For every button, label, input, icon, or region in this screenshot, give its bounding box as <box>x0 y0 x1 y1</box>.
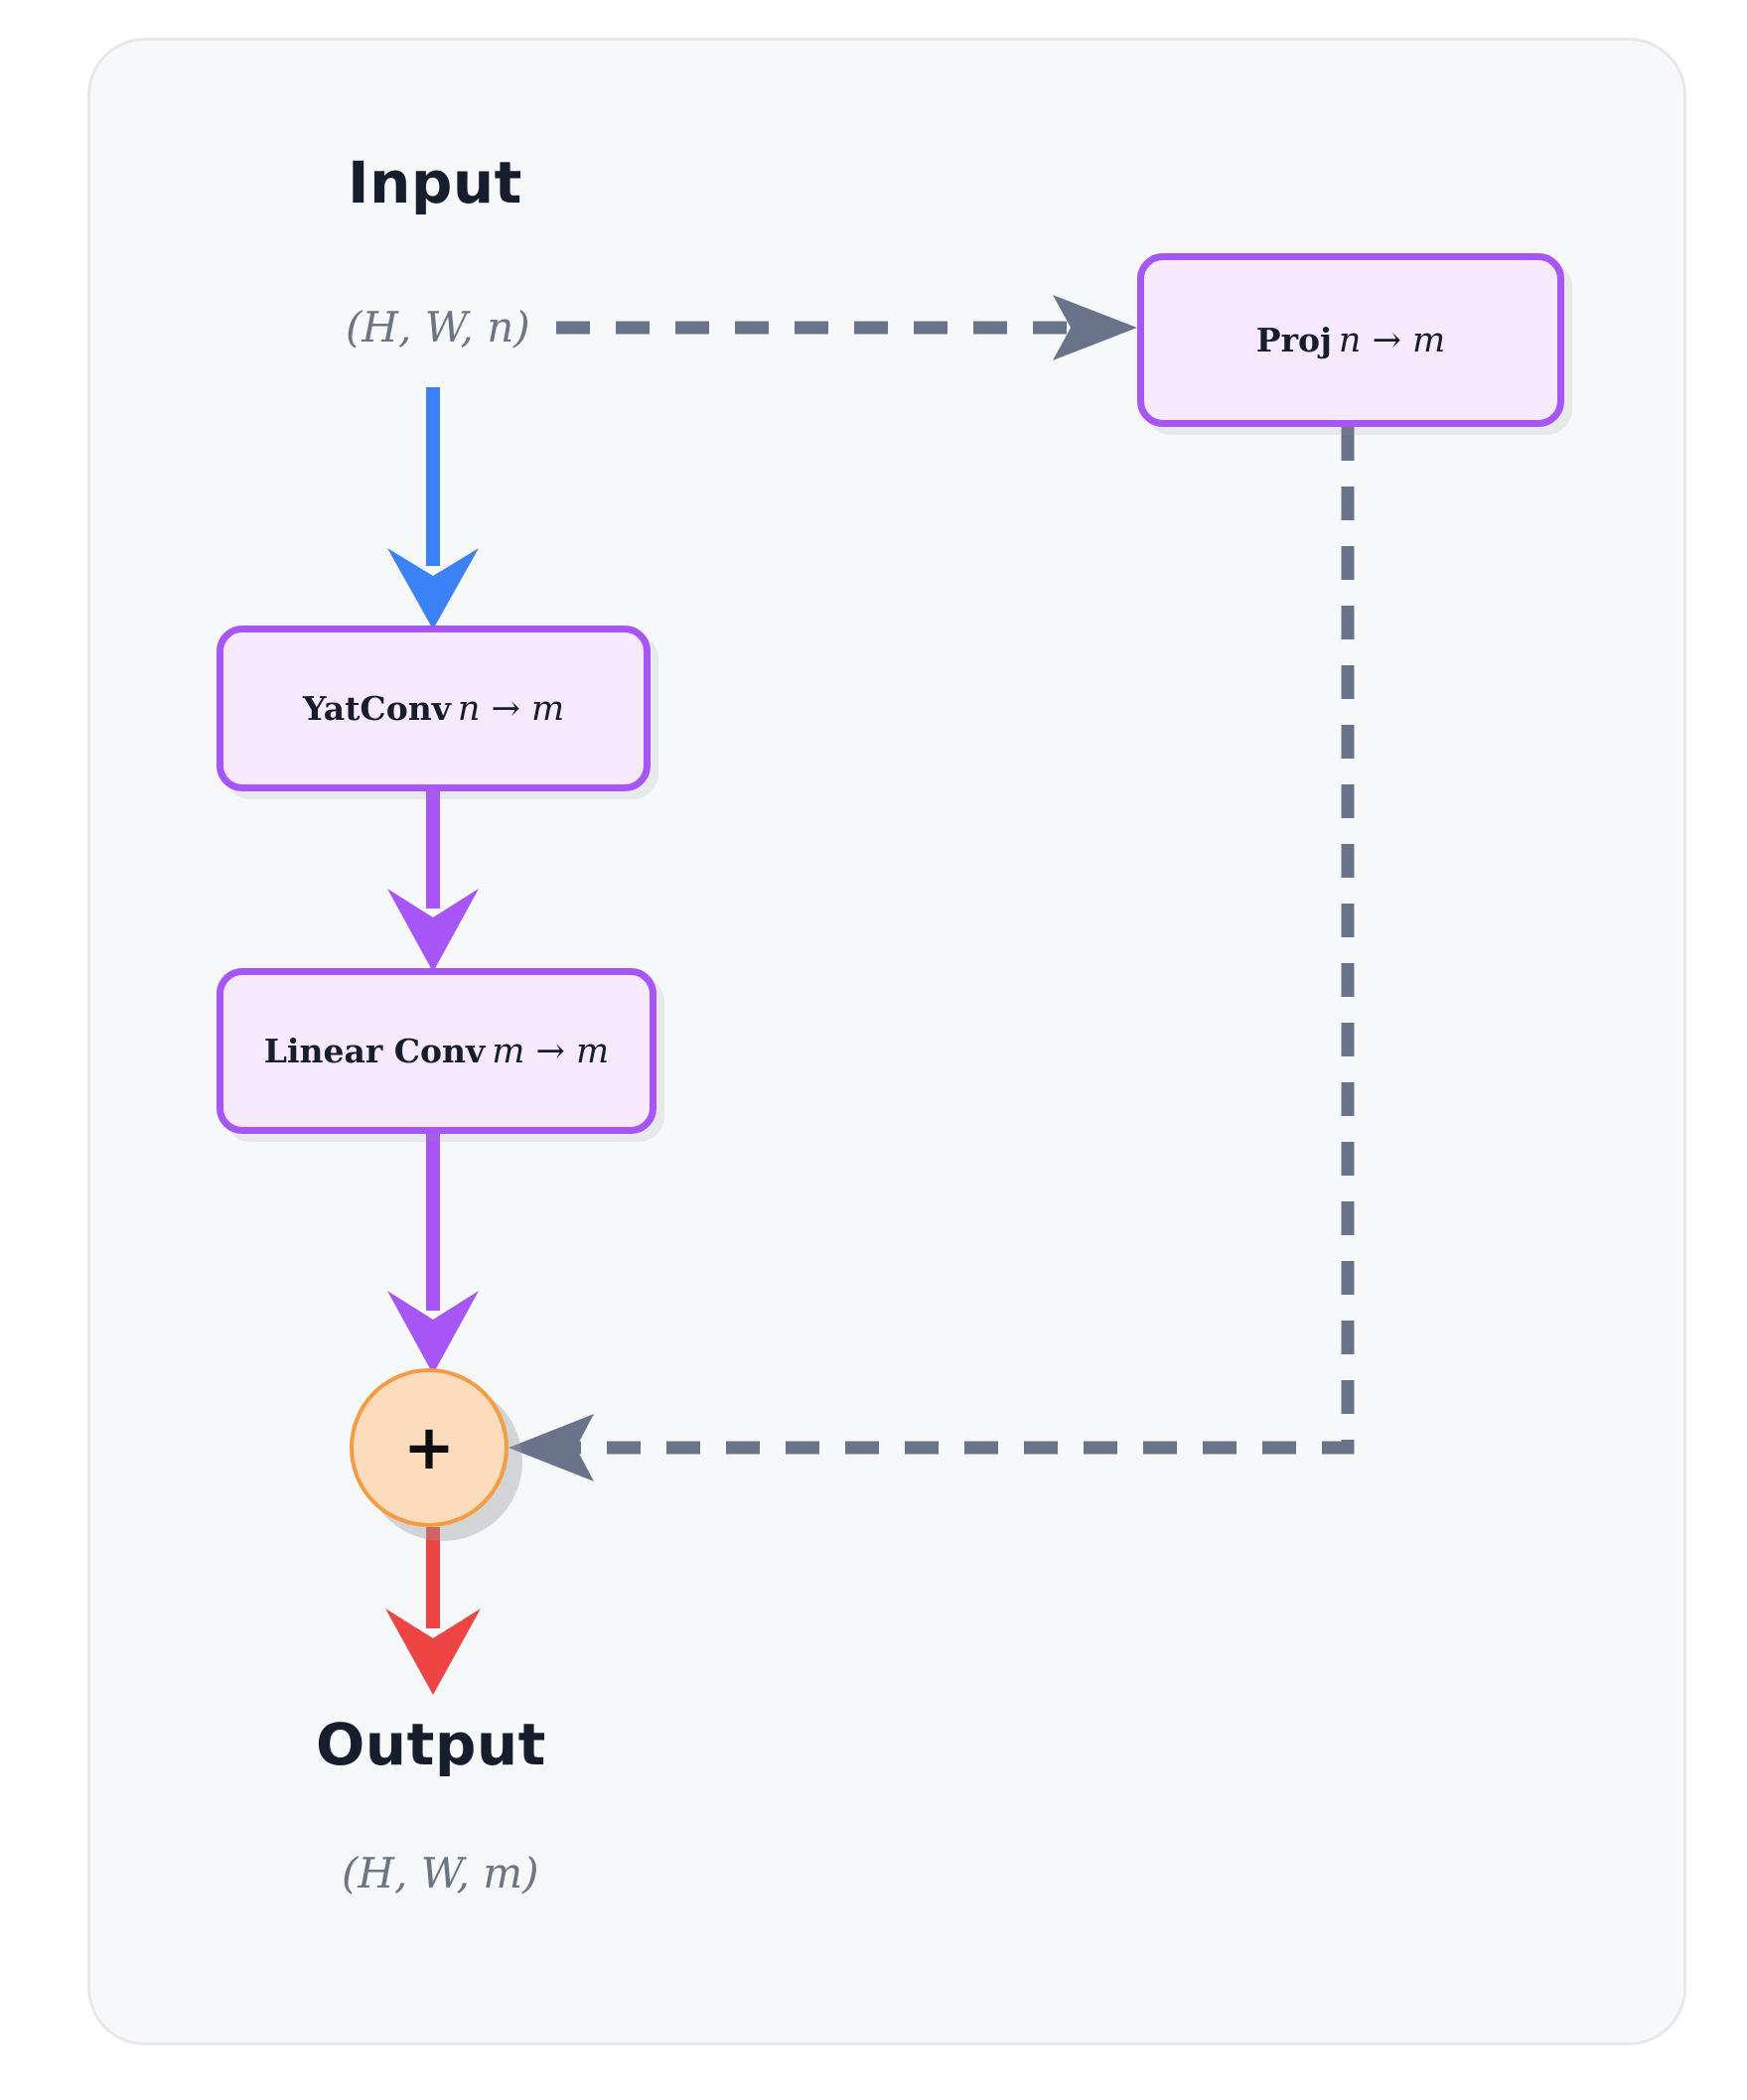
node-linear-conv-label: Linear Conv m → m <box>264 1032 609 1071</box>
node-yatconv-label: YatConv n → m <box>303 689 564 729</box>
node-linear-conv-name: Linear Conv <box>263 1031 486 1070</box>
node-proj-name: Proj <box>1255 320 1332 359</box>
node-yatconv-mapping: n → m <box>450 688 565 729</box>
node-yatconv-name: YatConv <box>302 688 451 728</box>
output-shape-label: (H, W, m) <box>342 1849 539 1897</box>
node-linear-conv-mapping: m → m <box>485 1031 610 1071</box>
input-shape-label: (H, W, n) <box>346 303 530 351</box>
node-yatconv[interactable]: YatConv n → m <box>217 626 651 791</box>
page-title-output: Output <box>316 1711 546 1778</box>
node-residual-add[interactable]: + <box>350 1368 509 1527</box>
node-proj-mapping: n → m <box>1331 320 1446 360</box>
node-proj-label: Proj n → m <box>1256 321 1445 360</box>
page-title-input: Input <box>348 149 522 216</box>
node-proj[interactable]: Proj n → m <box>1137 253 1564 427</box>
node-linear-conv[interactable]: Linear Conv m → m <box>217 968 656 1134</box>
plus-icon: + <box>403 1411 455 1483</box>
